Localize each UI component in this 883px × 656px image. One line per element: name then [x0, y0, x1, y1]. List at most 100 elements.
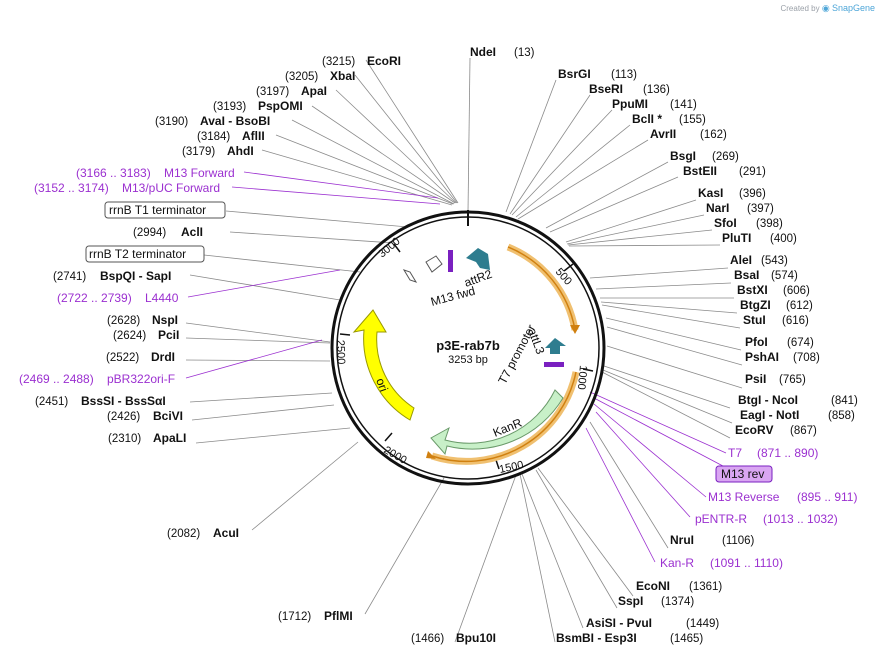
enzyme-bsai: BsaI — [734, 268, 759, 282]
enzyme-ndei-pos: (13) — [514, 47, 535, 59]
primer-m13rev: M13 rev — [721, 467, 764, 481]
enzyme-sspi: SspI — [618, 594, 643, 608]
rrnb-t1-label: rrnB T1 terminator — [109, 203, 206, 217]
enzyme-alei: AleI — [730, 253, 752, 267]
enzyme-pspomi: PspOMI — [258, 99, 303, 113]
enzyme-bstxi-pos: (606) — [783, 285, 810, 297]
enzymes-right: NdeI (13) BsrGI (113) BseRI (136) PpuMI … — [470, 45, 858, 645]
enzyme-bsai-pos: (574) — [771, 270, 798, 282]
enzyme-pluti-pos: (400) — [770, 233, 797, 245]
primer-pbr322-range: (2469 .. 2488) — [19, 372, 94, 386]
enzyme-bseri: BseRI — [589, 82, 623, 96]
attl3-arrow — [545, 338, 566, 354]
enzyme-drdi-pos: (2522) — [106, 352, 139, 364]
enzyme-alei-pos: (543) — [761, 255, 788, 267]
primers: T7 (871 .. 890) M13 rev M13 Reverse (895… — [19, 166, 857, 570]
enzyme-pshai-pos: (708) — [793, 352, 820, 364]
enzyme-bstxi: BstXI — [737, 283, 768, 297]
tick-1000: 1000 — [575, 365, 589, 390]
enzyme-psii: PsiI — [745, 372, 766, 386]
m13fwd-arrow — [425, 255, 443, 273]
enzyme-bcli-pos: (155) — [679, 114, 706, 126]
primer-pentr-range: (1013 .. 1032) — [763, 512, 838, 526]
enzyme-ecori: EcoRI — [367, 54, 401, 68]
tick-1500: 1500 — [498, 459, 524, 476]
tick-3000: 3000 — [376, 235, 402, 260]
enzyme-nrui-pos: (1106) — [722, 535, 755, 547]
enzyme-pluti: PluTI — [722, 231, 751, 245]
enzyme-nspi-pos: (2628) — [107, 315, 140, 327]
enzyme-nrui: NruI — [670, 533, 694, 547]
enzyme-econi: EcoNI — [636, 579, 670, 593]
enzyme-ecorv-pos: (867) — [790, 425, 817, 437]
enzyme-btgi-ncoi-pos: (841) — [831, 395, 858, 407]
plasmid-size: 3253 bp — [448, 354, 488, 366]
enzyme-apai-pos: (3197) — [256, 86, 289, 98]
enzyme-pspomi-pos: (3193) — [213, 101, 246, 113]
rrnb-t2-label: rrnB T2 terminator — [89, 247, 186, 261]
enzyme-bclvi-pos: (2426) — [107, 411, 140, 423]
enzyme-bsgi: BsgI — [670, 149, 696, 163]
enzyme-bsssi-pos: (2451) — [35, 396, 68, 408]
tick-2500: 2500 — [334, 340, 347, 365]
enzyme-asisi-pvui: AsiSI - PvuI — [586, 616, 652, 630]
rrnb-t2-box — [85, 245, 205, 263]
enzyme-ahdi-pos: (3179) — [182, 146, 215, 158]
primer-connector-lines — [185, 171, 741, 563]
enzyme-stui: StuI — [743, 313, 766, 327]
enzyme-avrii-pos: (162) — [700, 129, 727, 141]
enzyme-pcii: PciI — [158, 328, 179, 342]
enzyme-bspqi-pos: (2741) — [53, 271, 86, 283]
m13fwd-site — [448, 250, 453, 272]
backbone — [330, 210, 606, 486]
enzyme-kasi-pos: (396) — [739, 188, 766, 200]
enzyme-nari: NarI — [706, 201, 729, 215]
enzyme-apali-pos: (2310) — [108, 433, 141, 445]
primer-pentr: pENTR-R — [695, 512, 747, 526]
enzyme-ecorv: EcoRV — [735, 423, 773, 437]
boxed-features: rrnB T1 terminator rrnB T2 terminator — [85, 201, 226, 263]
enzyme-pshai: PshAI — [745, 350, 779, 364]
enzyme-pfoi-pos: (674) — [787, 337, 814, 349]
enzyme-bsteii-pos: (291) — [739, 166, 766, 178]
enzyme-eagi-noti-pos: (858) — [828, 410, 855, 422]
enzyme-pfoi: PfoI — [745, 335, 768, 349]
enzyme-aflii: AflII — [242, 129, 265, 143]
enzyme-ppumi-pos: (141) — [670, 99, 697, 111]
enzyme-acli: AclI — [181, 225, 203, 239]
primer-kanr-range: (1091 .. 1110) — [710, 556, 783, 570]
enzyme-bsgi-pos: (269) — [712, 151, 739, 163]
enzyme-apai: ApaI — [301, 84, 327, 98]
enzyme-asisi-pvui-pos: (1449) — [686, 618, 719, 630]
enzyme-bsmbi-esp3i: BsmBI - Esp3I — [556, 631, 637, 645]
snapgene-credit: Created by ◉ SnapGene — [780, 3, 875, 13]
primer-pbr322: pBR322ori-F — [107, 372, 175, 386]
enzyme-btgzi: BtgZI — [740, 298, 771, 312]
ori-feature — [352, 309, 415, 421]
primer-m13puc: M13/pUC Forward — [122, 181, 220, 195]
enzyme-psii-pos: (765) — [779, 374, 806, 386]
enzyme-bsteii: BstEII — [683, 164, 717, 178]
primer-m13fwd-range: (3166 .. 3183) — [76, 166, 151, 180]
orf-arcs — [426, 243, 580, 465]
enzyme-stui-pos: (616) — [782, 315, 809, 327]
enzymes-left: (3215) EcoRI (3205) XbaI (3197) ApaI (31… — [35, 54, 496, 645]
enzyme-ahdi: AhdI — [227, 144, 254, 158]
enzyme-acui: AcuI — [213, 526, 239, 540]
t7-site — [544, 362, 564, 367]
enzyme-xbai: XbaI — [330, 69, 355, 83]
enzyme-acli-pos: (2994) — [133, 227, 166, 239]
m13-rev-box[interactable] — [715, 465, 773, 483]
enzyme-avai-pos: (3190) — [155, 116, 188, 128]
enzyme-sfoi-pos: (398) — [756, 218, 783, 230]
primer-t7: T7 — [728, 446, 742, 460]
enzyme-bpu10i: Bpu10I — [456, 631, 496, 645]
enzyme-apali: ApaLI — [153, 431, 186, 445]
enzyme-xbai-pos: (3205) — [285, 71, 318, 83]
enzyme-pcii-pos: (2624) — [113, 330, 146, 342]
plasmid-name: p3E-rab7b — [436, 338, 500, 353]
primer-l4440: L4440 — [145, 291, 179, 305]
enzyme-nari-pos: (397) — [747, 203, 774, 215]
primer-t7-range: (871 .. 890) — [757, 446, 818, 460]
